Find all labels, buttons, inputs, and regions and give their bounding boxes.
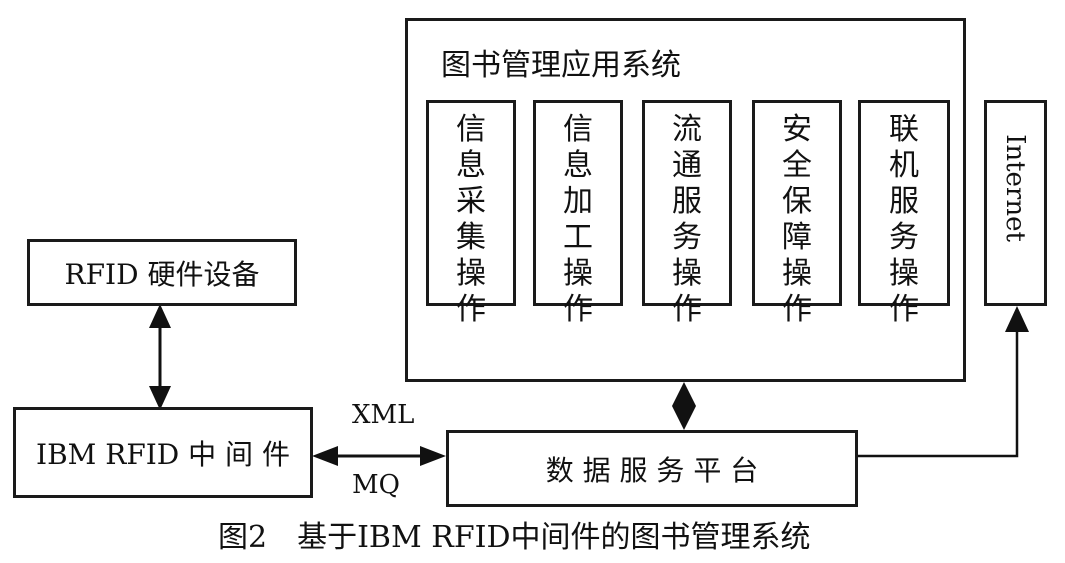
module-circulation bbox=[642, 100, 732, 306]
module-label-char: 操 bbox=[782, 256, 812, 291]
module-label-char: 机 bbox=[889, 148, 919, 183]
module-label-char: 务 bbox=[672, 220, 702, 255]
internet-label: Internet bbox=[1000, 134, 1030, 242]
module-label-char: 息 bbox=[456, 148, 486, 183]
hardware-middleware-arrow bbox=[149, 304, 171, 410]
module-info-process bbox=[533, 100, 623, 306]
module-label-char: 服 bbox=[889, 184, 919, 219]
module-security-label: 安全保障操作 bbox=[752, 112, 842, 328]
module-security bbox=[752, 100, 842, 306]
module-online-service bbox=[858, 100, 950, 306]
platform-internet-arrow bbox=[858, 306, 1029, 458]
module-online-service-label: 联机服务操作 bbox=[858, 112, 950, 328]
module-label-char: 操 bbox=[456, 256, 486, 291]
data-platform-label: 数 据 服 务 平 台 bbox=[545, 453, 759, 487]
internet-box bbox=[984, 100, 1047, 306]
module-label-char: 作 bbox=[889, 292, 919, 327]
module-label-char: 安 bbox=[782, 112, 812, 147]
middleware-platform-arrow bbox=[312, 446, 446, 466]
middleware-label: IBM RFID 中 间 件 bbox=[36, 437, 290, 471]
module-label-char: 工 bbox=[563, 220, 593, 255]
module-label-char: 作 bbox=[563, 292, 593, 327]
module-label-char: 流 bbox=[672, 112, 702, 147]
module-label-char: 操 bbox=[672, 256, 702, 291]
module-info-collect-label: 信息采集操作 bbox=[426, 112, 516, 328]
module-info-process-label: 信息加工操作 bbox=[533, 112, 623, 328]
module-info-collect bbox=[426, 100, 516, 306]
module-label-char: 保 bbox=[782, 184, 812, 219]
module-label-char: 信 bbox=[456, 112, 486, 147]
app-system-title: 图书管理应用系统 bbox=[441, 48, 681, 83]
rfid-hardware-box: RFID 硬件设备 bbox=[27, 239, 297, 306]
module-label-char: 集 bbox=[456, 220, 486, 255]
figure-caption: 图2 基于IBM RFID中间件的图书管理系统 bbox=[218, 520, 811, 555]
module-label-char: 操 bbox=[889, 256, 919, 291]
module-label-char: 加 bbox=[563, 184, 593, 219]
module-label-char: 务 bbox=[889, 220, 919, 255]
data-platform-box: 数 据 服 务 平 台 bbox=[446, 430, 858, 507]
module-label-char: 联 bbox=[889, 112, 919, 147]
module-label-char: 操 bbox=[563, 256, 593, 291]
module-label-char: 采 bbox=[456, 184, 486, 219]
app-platform-diamond bbox=[672, 382, 696, 430]
module-label-char: 障 bbox=[782, 220, 812, 255]
module-label-char: 作 bbox=[456, 292, 486, 327]
middleware-box: IBM RFID 中 间 件 bbox=[13, 407, 313, 498]
module-label-char: 作 bbox=[782, 292, 812, 327]
module-label-char: 服 bbox=[672, 184, 702, 219]
module-circulation-label: 流通服务操作 bbox=[642, 112, 732, 328]
module-label-char: 息 bbox=[563, 148, 593, 183]
module-label-char: 作 bbox=[672, 292, 702, 327]
module-label-char: 全 bbox=[782, 148, 812, 183]
link-label-xml: XML bbox=[352, 400, 415, 430]
rfid-hardware-label: RFID 硬件设备 bbox=[64, 257, 260, 291]
module-label-char: 信 bbox=[563, 112, 593, 147]
module-label-char: 通 bbox=[672, 148, 702, 183]
link-label-mq: MQ bbox=[352, 470, 400, 500]
